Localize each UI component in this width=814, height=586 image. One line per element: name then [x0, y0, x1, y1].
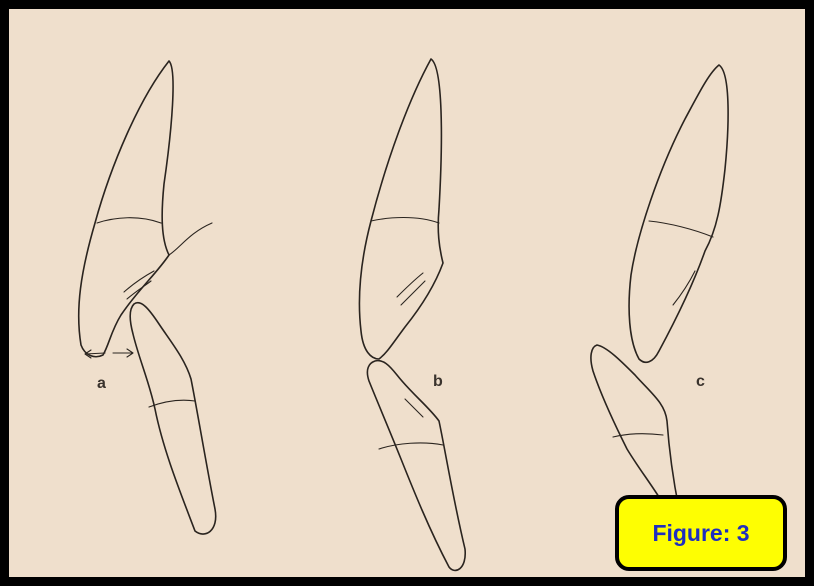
upper-tooth-b-cej: [371, 218, 439, 224]
upper-tooth-a: [79, 61, 173, 357]
lower-tooth-a: [130, 303, 216, 534]
panel-c: c: [591, 65, 728, 518]
overjet-arrow-right: [113, 349, 133, 357]
panel-a: a: [79, 61, 216, 534]
upper-tooth-b: [359, 59, 443, 359]
upper-tooth-a-cej: [97, 218, 161, 223]
upper-tooth-a-root-margin: [169, 223, 212, 255]
panel-label-b: b: [433, 373, 443, 390]
panel-b: b: [359, 59, 465, 570]
upper-tooth-c-cej: [649, 221, 713, 237]
lower-tooth-b-cej: [379, 443, 443, 449]
upper-tooth-a-ridge-2: [127, 281, 151, 299]
panel-label-c: c: [696, 373, 705, 390]
lower-tooth-c: [591, 345, 679, 518]
upper-tooth-c: [629, 65, 728, 362]
figure-number-text: Figure: 3: [652, 520, 749, 547]
figure-number-badge: Figure: 3: [615, 495, 787, 571]
lower-tooth-b: [367, 361, 465, 571]
upper-tooth-b-ridge: [397, 273, 423, 297]
lower-tooth-b-ridge: [405, 399, 423, 417]
panel-label-a: a: [97, 375, 106, 392]
lower-tooth-a-cej: [149, 400, 195, 407]
upper-tooth-b-ridge-2: [401, 281, 425, 305]
